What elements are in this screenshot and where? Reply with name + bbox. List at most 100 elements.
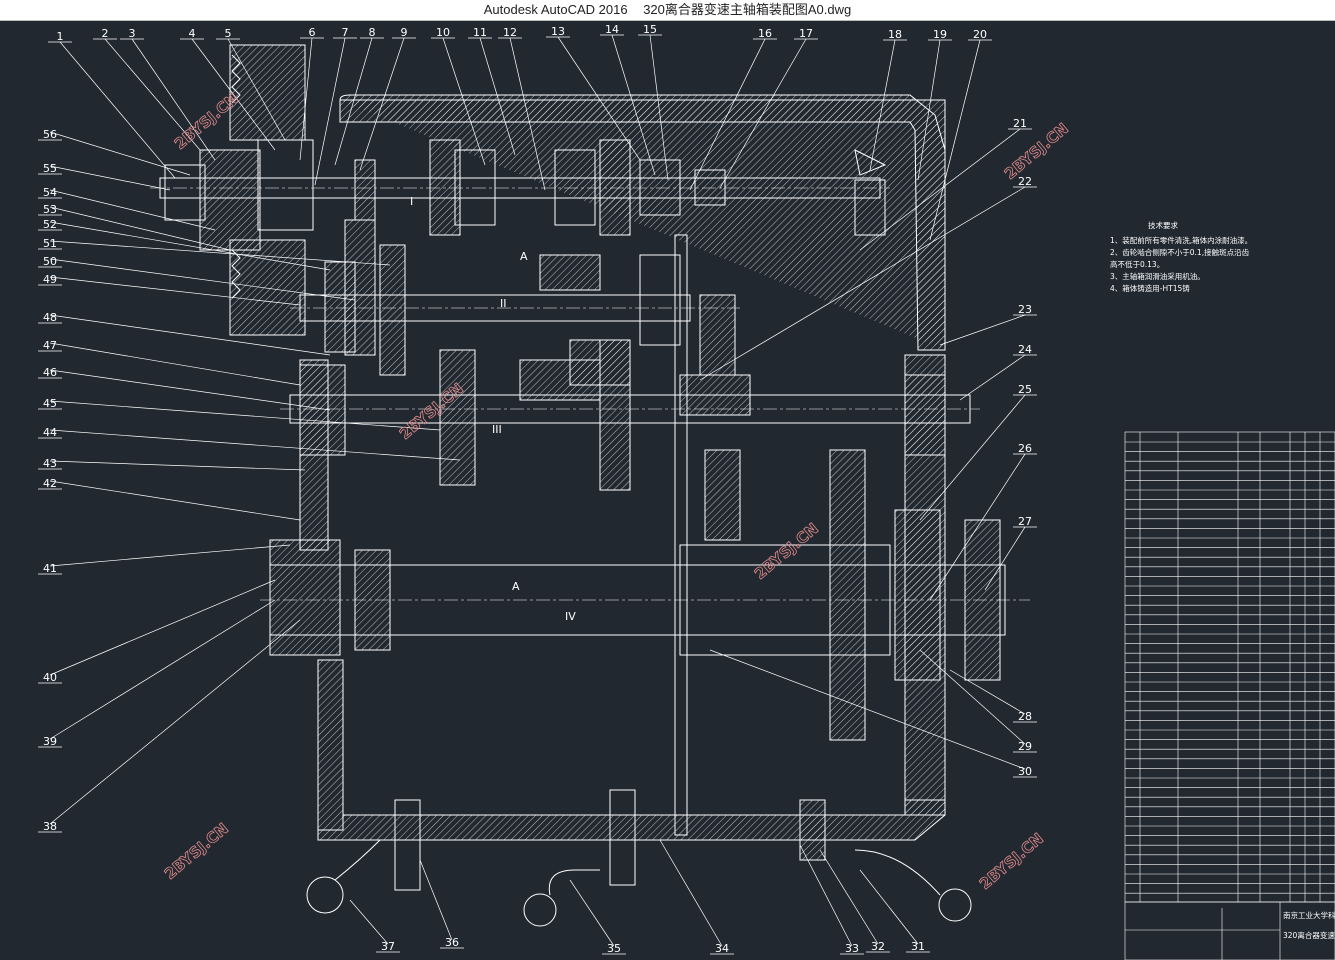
part-number-balloon: 5: [225, 27, 232, 40]
part-number-balloon: 55: [43, 162, 57, 175]
section-mark-a: A: [520, 250, 528, 263]
leader-line: [334, 37, 373, 166]
part-number-balloon: 14: [605, 23, 619, 36]
part-number-balloon: 25: [1018, 383, 1032, 396]
shaft-1: [159, 139, 887, 236]
v-belt-pulley: [164, 44, 314, 336]
part-number-balloon: 1: [57, 30, 64, 43]
note-line: 1、装配前所有零件清洗,箱体内涂耐油漆。: [1110, 235, 1252, 245]
part-number-balloon: 29: [1018, 740, 1032, 753]
section-mark-a-2: A: [512, 580, 520, 593]
part-number-balloon: 34: [715, 942, 729, 955]
part-number-balloon: 23: [1018, 303, 1032, 316]
part-number-balloon: 4: [189, 27, 196, 40]
note-line: 高不低于0.13。: [1110, 259, 1164, 269]
part-number-balloon: 52: [43, 218, 57, 231]
part-number-balloon: 18: [888, 28, 902, 41]
leader-line: [49, 480, 301, 521]
part-number-balloon: 26: [1018, 442, 1032, 455]
part-number-balloon: 8: [369, 26, 376, 39]
part-number-balloon: 50: [43, 255, 57, 268]
leader-line: [611, 34, 656, 176]
leader-line: [49, 276, 301, 306]
note-line: 3、主轴箱润滑油采用机油。: [1110, 271, 1205, 281]
leader-line: [949, 669, 1026, 715]
part-number-balloon: 3: [129, 27, 136, 40]
part-number-balloon: 53: [43, 203, 57, 216]
part-number-balloon: 43: [43, 457, 57, 470]
part-number-balloon: 37: [381, 940, 395, 953]
title-block: 南京工业大学科技学院 320离合器变速主轴箱: [1283, 910, 1335, 940]
title-block-drawing-name: 320离合器变速主轴箱: [1283, 930, 1335, 940]
leader-line: [49, 599, 276, 740]
part-number-balloon: 47: [43, 339, 57, 352]
shaft-4: [269, 449, 1006, 741]
part-number-balloon: 36: [445, 936, 459, 949]
part-number-balloon: 9: [401, 26, 408, 39]
notes-title: 技术要求: [1148, 220, 1178, 230]
part-number-balloon: 30: [1018, 765, 1032, 778]
shaft-label-1: I: [410, 195, 413, 208]
part-number-balloon: 11: [473, 26, 487, 39]
leader-line: [659, 839, 723, 947]
note-line: 2、齿轮啮合侧隙不小于0.1,接触斑点沿齿: [1110, 247, 1250, 257]
part-number-balloon: 32: [871, 940, 885, 953]
leader-line: [49, 131, 191, 176]
leader-line: [939, 314, 1026, 346]
file-title: 320离合器变速主轴箱装配图A0.dwg: [643, 2, 852, 17]
leader-line: [359, 37, 405, 171]
leader-line: [509, 37, 546, 191]
part-number-balloon: 42: [43, 477, 57, 490]
part-number-balloon: 35: [607, 942, 621, 955]
note-line: 4、箱体铸造用-HT15铸: [1110, 283, 1190, 293]
leader-line: [709, 649, 1026, 770]
leader-line: [314, 37, 346, 186]
leader-line: [131, 38, 216, 161]
shaft-labels: I II III IV A A: [410, 195, 576, 623]
leader-line: [49, 221, 331, 271]
part-number-balloon: 2: [102, 27, 109, 40]
centerlines: [150, 187, 1030, 601]
leader-line: [442, 37, 486, 166]
leader-line: [699, 186, 1026, 381]
watermark: 2BYSJ.CN: [751, 519, 822, 583]
part-number-balloon: 24: [1018, 343, 1032, 356]
part-number-balloon: 22: [1018, 175, 1032, 188]
window-title-bar: Autodesk AutoCAD 2016 320离合器变速主轴箱装配图A0.d…: [0, 0, 1335, 21]
leader-line: [819, 849, 879, 945]
part-number-balloon: 31: [911, 940, 925, 953]
part-number-balloon: 20: [973, 28, 987, 41]
part-number-balloon: 48: [43, 311, 57, 324]
leader-line: [649, 34, 669, 181]
leader-line: [929, 453, 1026, 601]
part-number-balloon: 38: [43, 820, 57, 833]
part-number-balloon: 39: [43, 735, 57, 748]
leader-line: [104, 38, 201, 151]
part-number-balloon: 19: [933, 28, 947, 41]
leader-line: [299, 37, 313, 161]
app-title: Autodesk AutoCAD 2016: [483, 2, 628, 17]
leader-line: [929, 39, 981, 241]
part-number-balloon: 21: [1013, 117, 1027, 130]
leader-line: [689, 38, 766, 191]
leader-line: [49, 206, 231, 251]
part-number-balloon: 49: [43, 273, 57, 286]
part-number-balloon: 27: [1018, 515, 1032, 528]
leader-line: [49, 460, 306, 471]
watermark: 2BYSJ.CN: [161, 819, 232, 883]
leader-line: [959, 354, 1026, 401]
part-number-balloon: 33: [845, 942, 859, 955]
leader-line: [419, 859, 453, 941]
leader-line: [49, 400, 441, 431]
leader-line: [799, 844, 853, 947]
leader-line: [919, 649, 1026, 745]
leader-line: [49, 258, 356, 301]
leader-line: [349, 899, 389, 945]
leader-line: [569, 879, 615, 947]
leader-line: [49, 619, 301, 825]
part-number-balloon: 41: [43, 562, 57, 575]
part-number-balloon: 13: [551, 25, 565, 38]
